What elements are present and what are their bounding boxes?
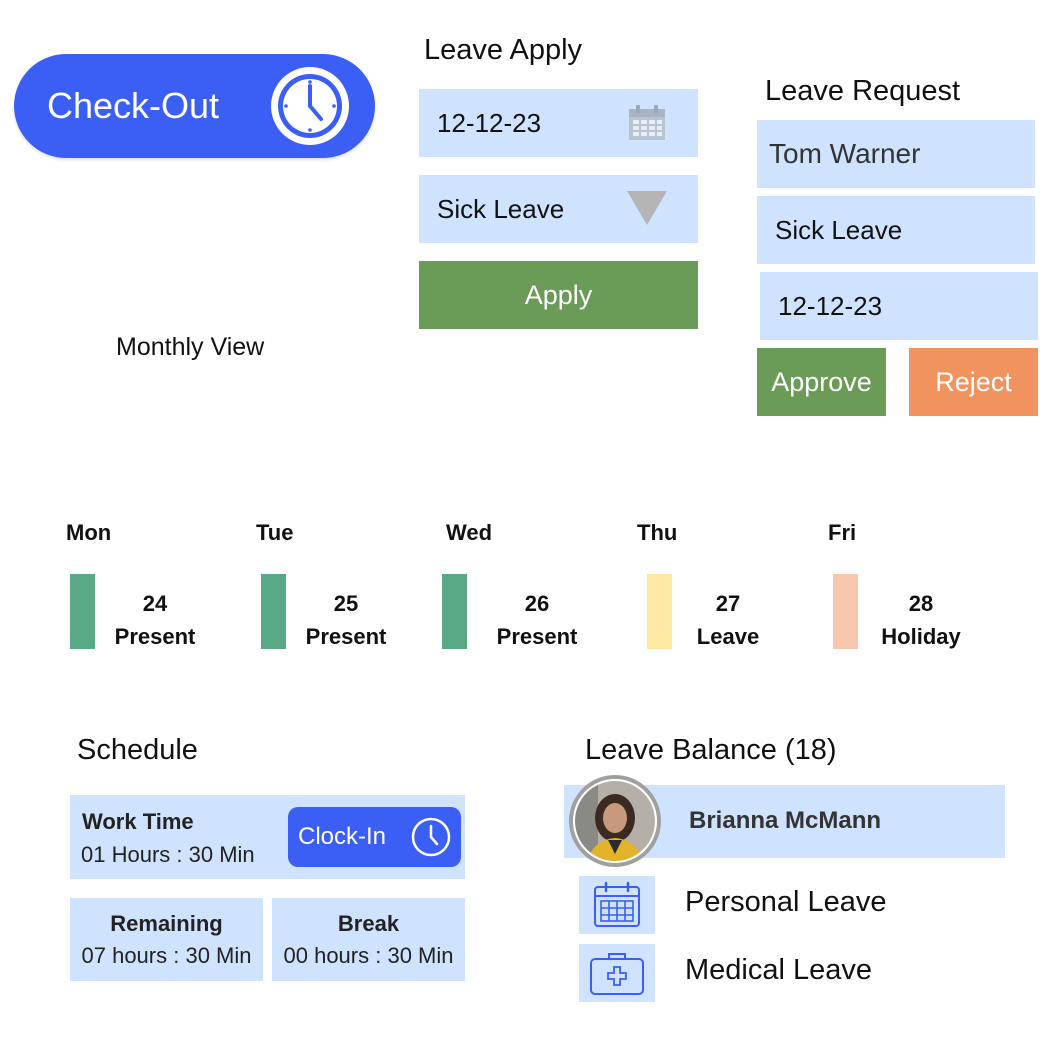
schedule-title: Schedule [77,734,198,766]
day-info: 25 Present [291,587,401,653]
day-date: 24 [142,591,168,616]
medical-leave-icon-box [579,944,655,1002]
day-column[interactable]: Tue [256,520,293,546]
day-info: 28 Holiday [863,587,979,653]
requester-name: Tom Warner [769,138,921,169]
calendar-icon [594,881,640,927]
day-info: 24 Present [100,587,210,653]
leave-balance-title: Leave Balance (18) [585,734,837,766]
leave-date-input[interactable]: 12-12-23 [419,89,698,157]
monthly-view-title: Monthly View [116,333,265,361]
user-name: Brianna McMann [689,807,882,834]
leave-type-value: Sick Leave [437,193,565,224]
remaining-card: Remaining 07 hours : 30 Min [70,898,263,981]
medical-leave-item[interactable]: Medical Leave [685,954,872,986]
clock-icon [411,817,451,857]
work-time-label: Work Time [82,809,194,834]
week-view: Mon 24 Present Tue 25 Present Wed 26 Pre… [0,520,1056,660]
attendance-bar [442,574,467,649]
leave-type-select[interactable]: Sick Leave [419,175,698,243]
apply-label: Apply [524,279,593,310]
request-leave-type: Sick Leave [775,214,903,245]
approve-button[interactable]: Approve [757,348,886,416]
check-out-button[interactable]: Check-Out [14,54,375,158]
calendar-icon[interactable] [628,105,666,141]
attendance-bar [261,574,286,649]
attendance-bar [833,574,858,649]
request-date: 12-12-23 [778,290,883,321]
clock-in-button[interactable]: Clock-In [288,807,461,867]
dropdown-arrow-icon[interactable] [627,191,667,225]
remaining-label: Remaining [110,911,223,936]
personal-leave-item[interactable]: Personal Leave [685,886,887,918]
day-date: 26 [524,591,550,616]
day-date: 28 [908,591,934,616]
day-status: Present [114,624,196,649]
day-status: Leave [696,624,760,649]
work-time-value: 01 Hours : 30 Min [81,842,255,867]
day-column[interactable]: Fri [828,520,856,546]
day-info: 27 Leave [673,587,783,653]
remaining-value: 07 hours : 30 Min [81,943,252,968]
day-column[interactable]: Thu [637,520,677,546]
leave-apply-title: Leave Apply [424,34,583,66]
day-name: Fri [828,520,857,545]
requester-name-field: Tom Warner [757,120,1035,188]
leave-date-value: 12-12-23 [437,107,542,138]
reject-button[interactable]: Reject [909,348,1038,416]
reject-label: Reject [935,366,1012,397]
check-out-label: Check-Out [47,85,220,126]
medical-kit-icon [590,953,644,995]
day-status: Holiday [881,624,961,649]
apply-button[interactable]: Apply [419,261,698,329]
day-status: Present [496,624,578,649]
day-name: Wed [446,520,493,545]
break-label: Break [337,911,400,936]
request-leave-type-field: Sick Leave [757,196,1035,264]
break-card: Break 00 hours : 30 Min [272,898,465,981]
avatar[interactable] [568,774,662,868]
day-date: 27 [715,591,741,616]
break-value: 00 hours : 30 Min [283,943,454,968]
attendance-bar [647,574,672,649]
work-time-card: Work Time 01 Hours : 30 Min Clock-In [70,795,465,879]
attendance-bar [70,574,95,649]
leave-request-title: Leave Request [765,75,961,107]
day-name: Thu [637,520,678,545]
clock-icon [271,67,349,145]
clock-in-label: Clock-In [298,823,387,850]
day-status: Present [305,624,387,649]
personal-leave-icon-box [579,876,655,934]
day-name: Tue [256,520,294,545]
day-info: 26 Present [482,587,592,653]
day-column[interactable]: Wed [446,520,492,546]
approve-label: Approve [771,366,872,397]
day-name: Mon [66,520,112,545]
request-date-field: 12-12-23 [760,272,1038,340]
day-date: 25 [333,591,359,616]
day-column[interactable]: Mon [66,520,111,546]
